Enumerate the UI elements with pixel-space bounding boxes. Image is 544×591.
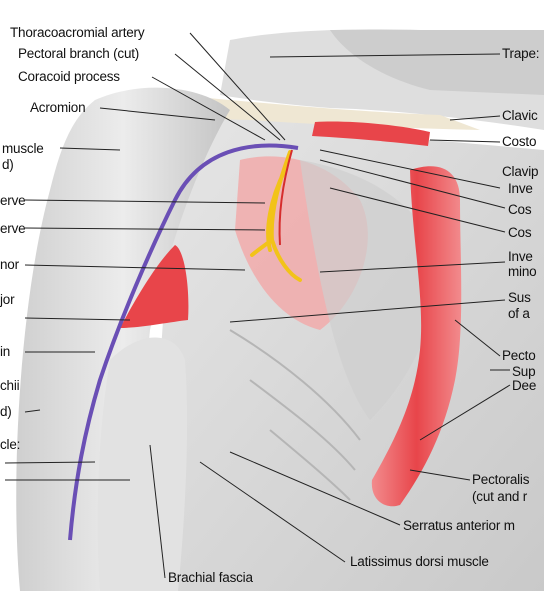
label-left-d: d): [0, 404, 12, 419]
label-cut-and: (cut and r: [472, 489, 528, 504]
label-inve-1: Inve: [508, 181, 533, 196]
neck-shadow: [330, 30, 544, 95]
label-dee: Dee: [512, 378, 537, 393]
label-cos-1: Cos: [508, 202, 532, 217]
deltoid-arm: [16, 87, 230, 591]
label-acromion: Acromion: [30, 100, 86, 115]
label-left-cle: cle:: [0, 437, 21, 452]
label-serratus-anterior: Serratus anterior m: [403, 518, 515, 533]
label-inve-2: Inve: [508, 249, 533, 264]
label-nerve-2: erve: [0, 221, 26, 236]
leader-lines: [4, 32, 511, 579]
label-brachii: chii: [0, 378, 20, 393]
label-sus: Sus: [508, 290, 531, 305]
label-costo: Costo: [502, 134, 537, 149]
label-brachial-fascia: Brachial fascia: [168, 570, 253, 585]
label-pectoralis-cut: Pectoralis: [472, 472, 530, 487]
pectoralis-minor-cut: [120, 245, 189, 328]
label-thoracoacromial-artery: Thoracoacromial artery: [10, 25, 145, 40]
inner-muscle-gray: [300, 160, 440, 420]
serratus-slips: [229, 329, 361, 501]
label-clavip: Clavip: [502, 164, 539, 179]
clavicle-bone: [170, 95, 480, 130]
costoclavicular-ligament: [312, 121, 430, 146]
label-pecto: Pecto: [502, 348, 536, 363]
label-nerve-1: erve: [0, 193, 26, 208]
label-minor: nor: [0, 257, 19, 272]
label-deltoid-muscle: muscle: [2, 141, 44, 156]
label-in: in: [0, 344, 11, 359]
pectoral-nerve-yellow: [250, 150, 302, 282]
label-mino: mino: [508, 264, 537, 279]
label-major: jor: [0, 292, 15, 307]
label-cos-2: Cos: [508, 225, 532, 240]
label-deltoid-cut: d): [2, 157, 14, 172]
label-latissimus-dorsi: Latissimus dorsi muscle: [350, 554, 489, 569]
label-of-a: of a: [508, 306, 530, 321]
thoracoacromial-artery-red: [278, 149, 293, 246]
label-clavicle: Clavic: [502, 108, 538, 123]
label-pectoral-branch: Pectoral branch (cut): [18, 46, 140, 61]
biceps-region: [97, 337, 188, 591]
label-sup: Sup: [512, 364, 536, 379]
label-trapezius: Trape:: [502, 46, 540, 61]
label-coracoid-process: Coracoid process: [18, 69, 120, 84]
lateral-pectoral-nerve: [68, 143, 299, 541]
pectoralis-major-cut: [371, 166, 462, 507]
